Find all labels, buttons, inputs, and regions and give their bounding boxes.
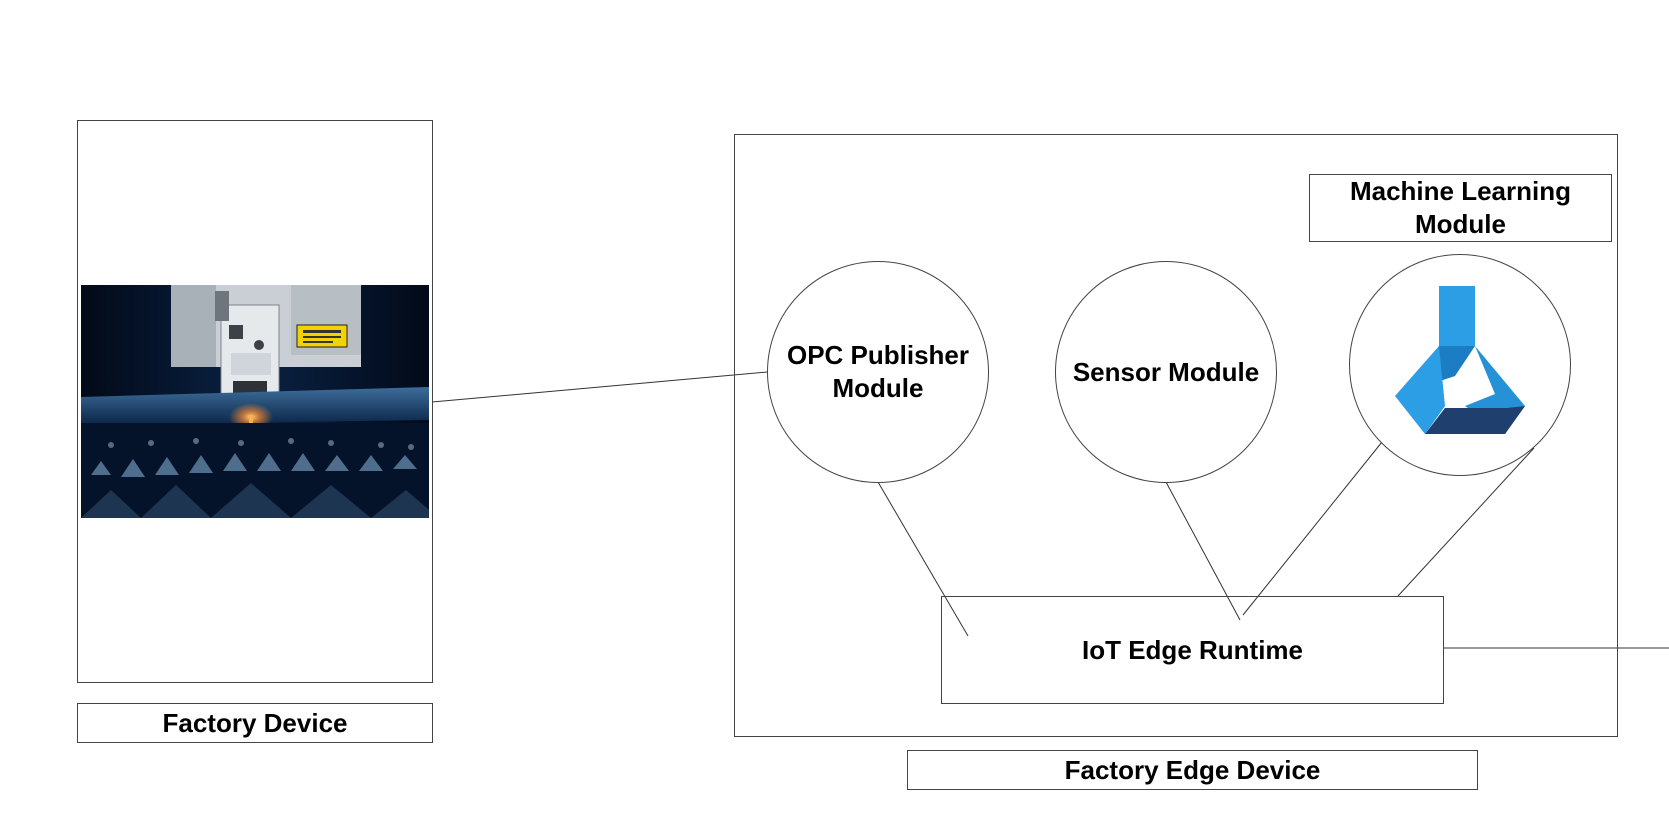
- machine-learning-module[interactable]: [1349, 254, 1571, 476]
- iot-edge-runtime[interactable]: IoT Edge Runtime: [941, 596, 1444, 704]
- connector-ml-left-to-runtime: [1242, 441, 1383, 616]
- factory-device-label: Factory Device: [77, 703, 433, 743]
- machine-learning-module-label: Machine Learning Module: [1309, 174, 1612, 242]
- azure-machine-learning-flask-icon: [1395, 286, 1525, 434]
- laser-cutting-machine-photo: [81, 285, 429, 518]
- connector-factory-to-opc: [431, 371, 768, 403]
- opc-publisher-module[interactable]: OPC Publisher Module: [767, 261, 989, 483]
- sensor-module[interactable]: Sensor Module: [1055, 261, 1277, 483]
- factory-edge-device-container: [734, 134, 1618, 737]
- opc-publisher-module-label: OPC Publisher Module: [786, 340, 970, 403]
- factory-device-container: [77, 120, 433, 683]
- connector-opc-to-runtime: [877, 481, 969, 637]
- factory-edge-device-label: Factory Edge Device: [907, 750, 1478, 790]
- connector-ml-right-to-runtime: [1397, 447, 1535, 597]
- connector-sensor-to-runtime: [1165, 481, 1241, 621]
- sensor-module-label: Sensor Module: [1072, 356, 1260, 387]
